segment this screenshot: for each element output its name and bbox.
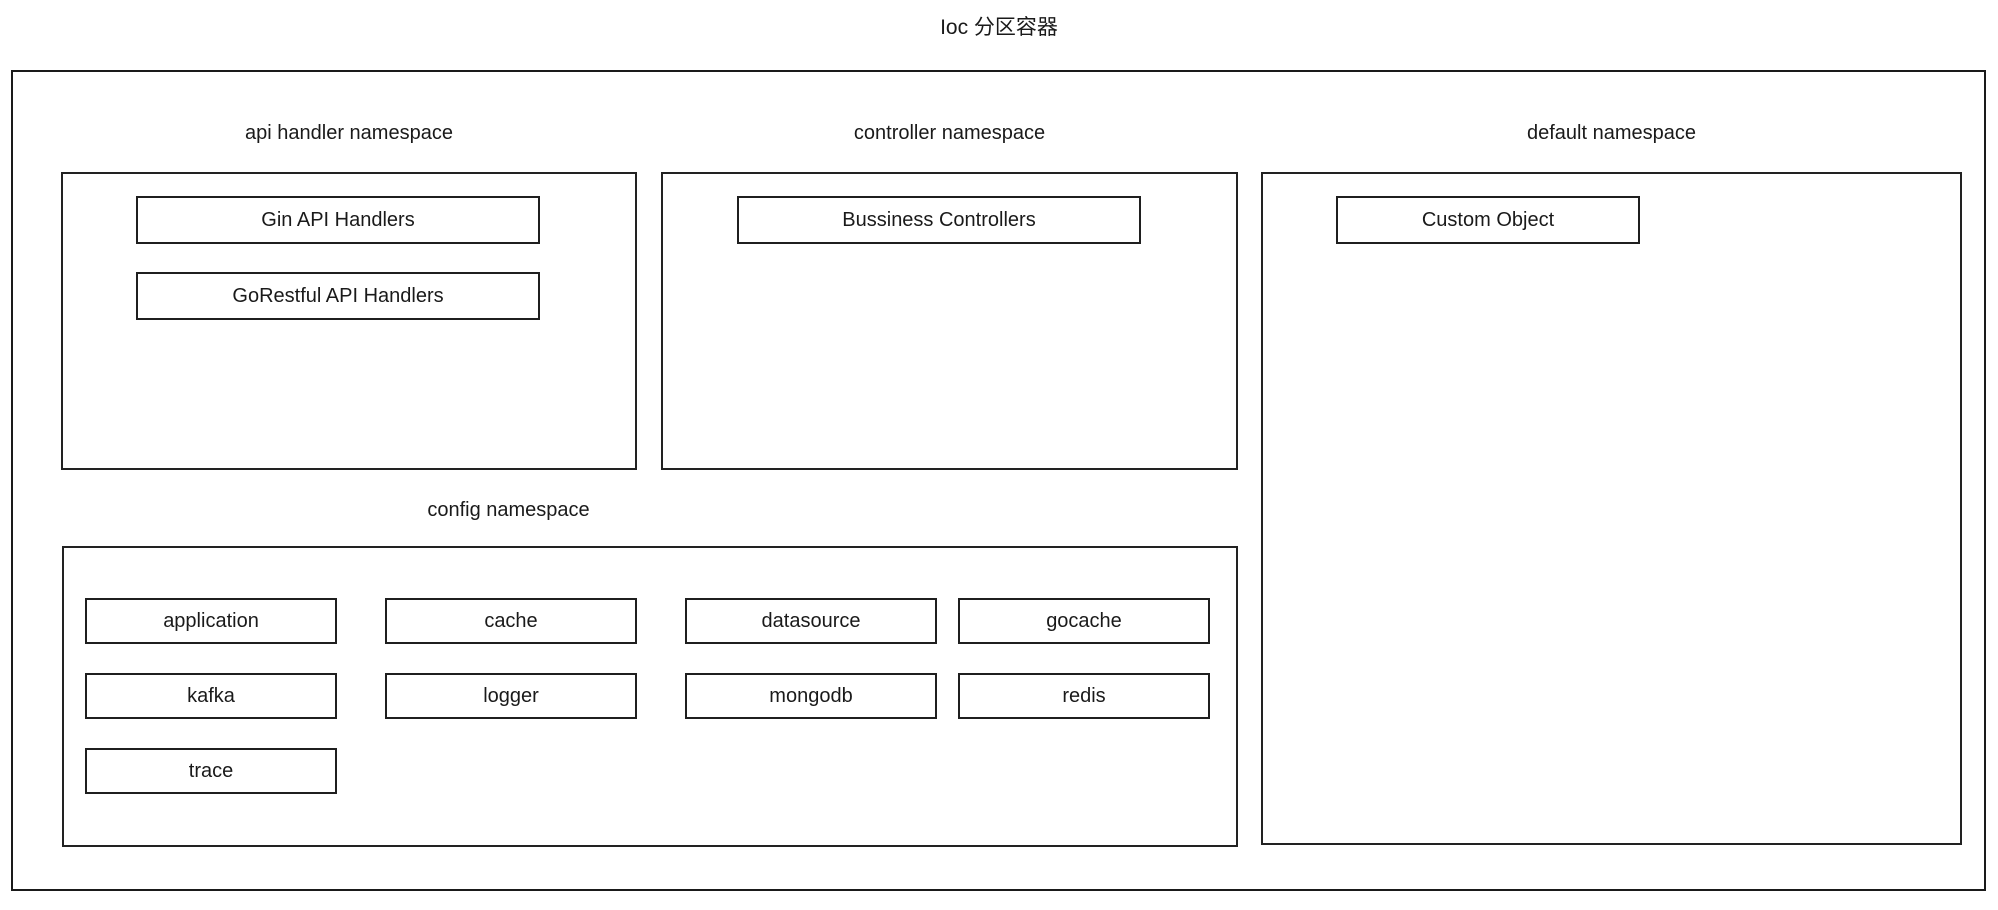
item-kafka[interactable]: kafka: [85, 673, 337, 719]
item-logger[interactable]: logger: [385, 673, 637, 719]
namespace-box-default: [1261, 172, 1962, 845]
item-trace[interactable]: trace: [85, 748, 337, 794]
item-gorestful-api-handlers[interactable]: GoRestful API Handlers: [136, 272, 540, 320]
diagram-title: Ioc 分区容器: [940, 16, 1058, 39]
namespace-label-controller: controller namespace: [853, 122, 1046, 144]
item-application[interactable]: application: [85, 598, 337, 644]
item-redis[interactable]: redis: [958, 673, 1210, 719]
namespace-label-api-handler: api handler namespace: [245, 122, 453, 144]
item-custom-object[interactable]: Custom Object: [1336, 196, 1640, 244]
namespace-label-default: default namespace: [1526, 122, 1696, 144]
item-bussiness-controllers[interactable]: Bussiness Controllers: [737, 196, 1141, 244]
item-cache[interactable]: cache: [385, 598, 637, 644]
namespace-label-config: config namespace: [427, 499, 590, 521]
item-mongodb[interactable]: mongodb: [685, 673, 937, 719]
item-datasource[interactable]: datasource: [685, 598, 937, 644]
item-gin-api-handlers[interactable]: Gin API Handlers: [136, 196, 540, 244]
item-gocache[interactable]: gocache: [958, 598, 1210, 644]
